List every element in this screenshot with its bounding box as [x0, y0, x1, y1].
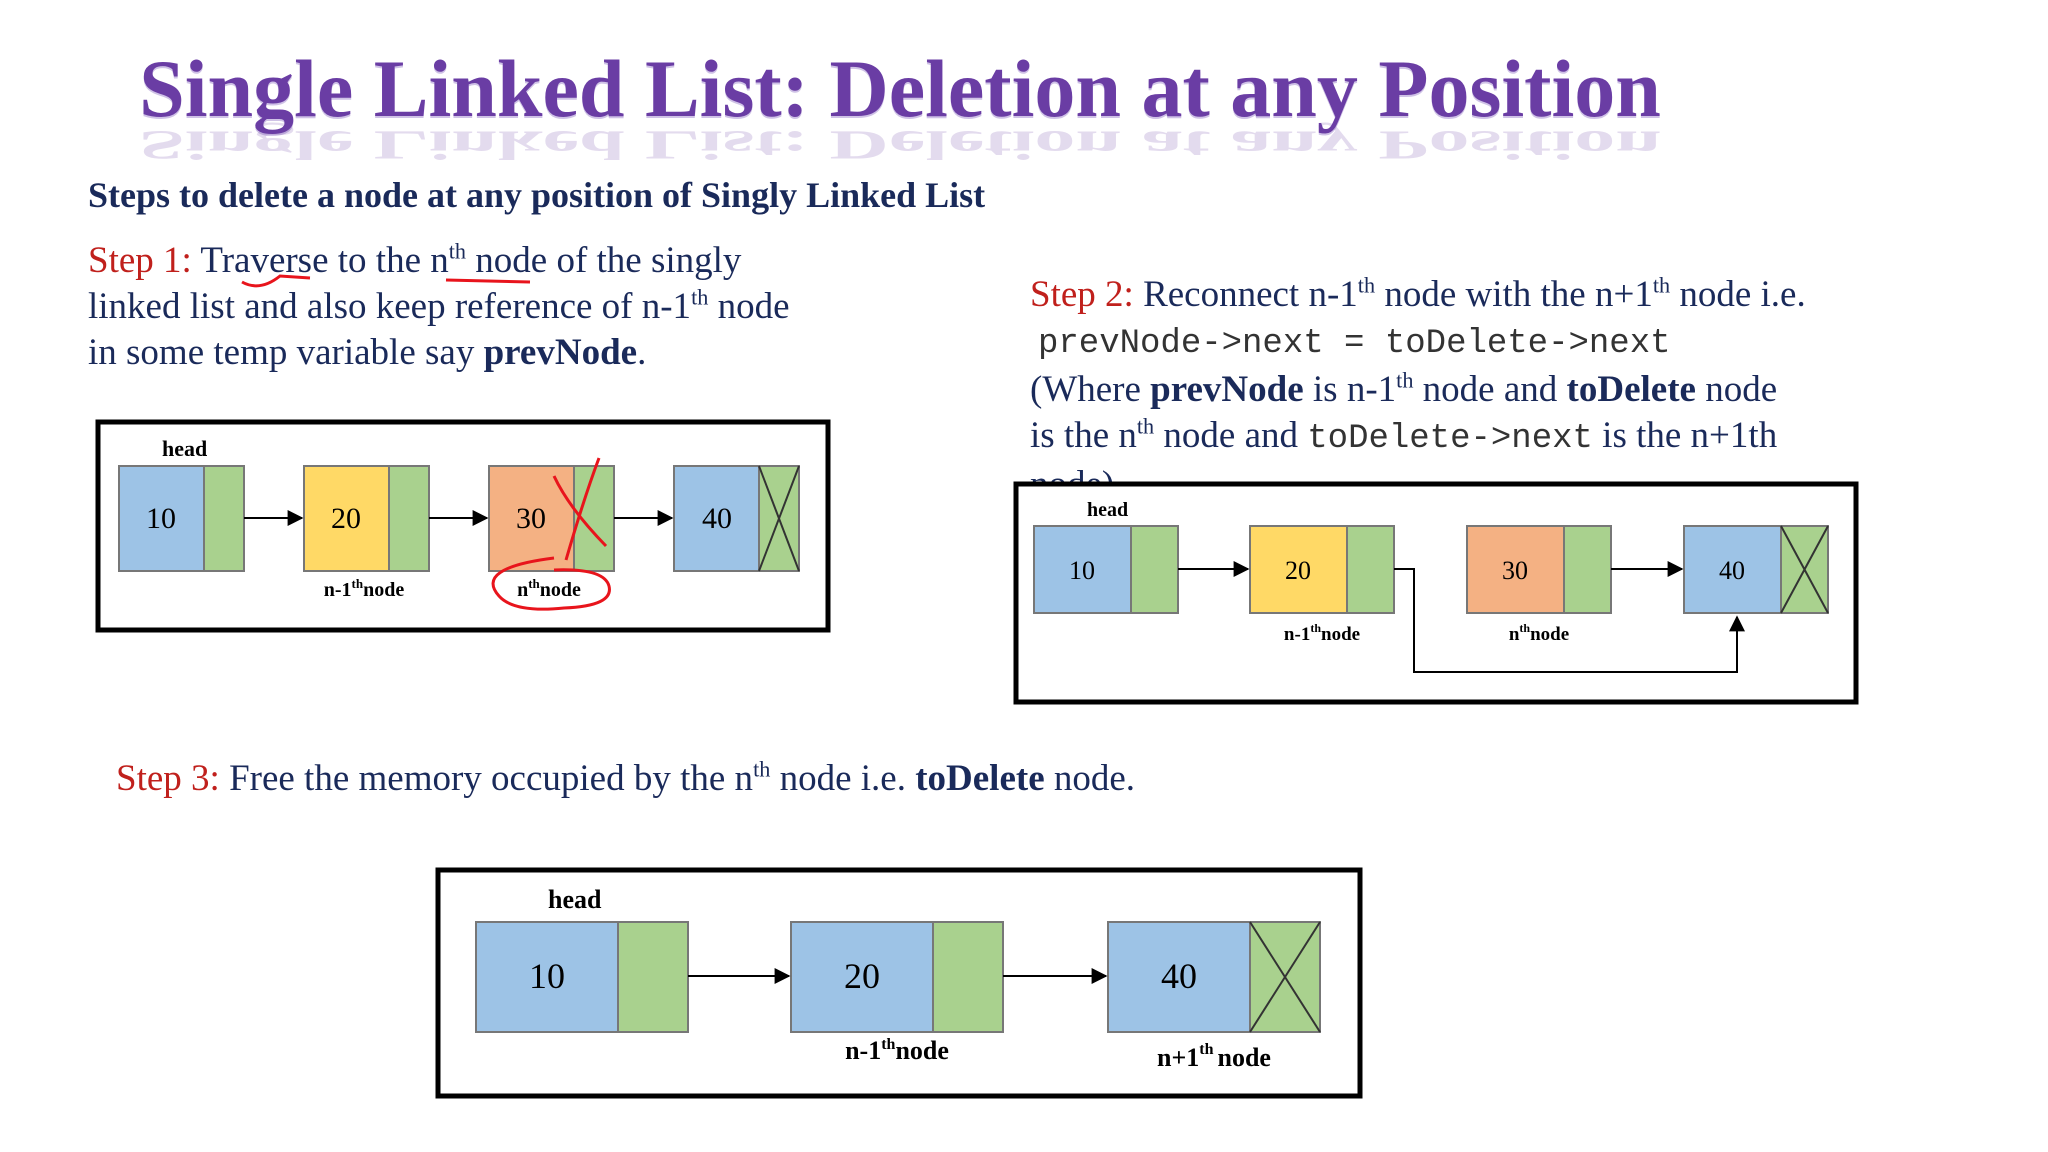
- diagram3-node-40-data: [1107, 921, 1251, 1033]
- step2-line4-c: is the n+1th: [1592, 415, 1778, 456]
- diagram3-head-label: head: [548, 885, 602, 914]
- diagram3-node-10-next: [617, 921, 689, 1033]
- diagram3-node-40-value: 40: [1161, 956, 1197, 996]
- step1-line2-b: node: [708, 286, 790, 327]
- diagram1-null-cross-b: [758, 465, 800, 572]
- step2-prevnode: prevNode: [1150, 369, 1304, 410]
- step2-sup3: th: [1396, 367, 1414, 393]
- step2-sup2: th: [1652, 272, 1671, 298]
- step1-line3: in some temp variable say prevNode.: [88, 330, 790, 376]
- step2-sup1: th: [1357, 272, 1376, 298]
- step3-label: Step 3:: [116, 758, 220, 799]
- step2-line3-b: is n-1: [1303, 369, 1397, 410]
- step2-line3-c: node and: [1413, 369, 1567, 410]
- step2-line3-a: (Where: [1030, 369, 1151, 410]
- step2-sup4: th: [1136, 413, 1155, 439]
- step1-line1-a: Traverse to the n: [191, 240, 449, 281]
- step1-prevnode: prevNode: [483, 332, 638, 373]
- step2-text: Step 2: Reconnect n-1th node with the n+…: [1030, 272, 1806, 508]
- step1-line3-end: .: [637, 332, 647, 373]
- slide-title-reflection: Single Linked List: Deletion at any Posi…: [139, 122, 1661, 169]
- step1-text: Step 1: Traverse to the nth node of the …: [88, 238, 790, 376]
- step3-text: Step 3: Free the memory occupied by the …: [116, 756, 1135, 802]
- step1-line2: linked list and also keep reference of n…: [88, 284, 790, 330]
- diagram2-node-40-data: [1683, 525, 1782, 614]
- step1-line2-a: linked list and also keep reference of n…: [88, 286, 692, 327]
- diagram2-node-40-value: 40: [1719, 556, 1745, 585]
- annotation-underline: [241, 274, 531, 288]
- subtitle: Steps to delete a node at any position o…: [88, 175, 986, 215]
- step2-line1: Step 2: Reconnect n-1th node with the n+…: [1030, 272, 1806, 318]
- diagram1-head-label: head: [162, 436, 207, 461]
- diagram1-red-cross-a: [552, 475, 608, 548]
- diagram2-node-30-data: [1466, 525, 1565, 614]
- step1-line1-b: node of the singly: [466, 240, 742, 281]
- step2-line1-b: node with the n+1: [1375, 274, 1653, 315]
- diagram2-node-20-data: [1249, 525, 1348, 614]
- diagram2-node-30-next: [1563, 525, 1612, 614]
- step2-line1-a: Reconnect n-1: [1133, 274, 1358, 315]
- step1-sup2: th: [691, 284, 709, 310]
- step3-sup: th: [753, 756, 771, 782]
- diagram2-node-10-value: 10: [1069, 556, 1095, 585]
- step1-line1: Step 1: Traverse to the nth node of the …: [88, 238, 790, 284]
- slide-title: Single Linked List: Deletion at any Posi…: [139, 43, 1661, 134]
- diagram1-node-20-value: 20: [331, 502, 361, 535]
- step2-line4-b: node and: [1154, 415, 1308, 456]
- diagram1-label-n: nthnode: [517, 576, 581, 601]
- diagram2-node-20-value: 20: [1285, 556, 1311, 585]
- step2-line4-a: is the n: [1030, 415, 1137, 456]
- diagram-step2: head 10 20 30 40 n-1thnode nthnode: [1013, 481, 1859, 705]
- step2-line2: prevNode->next = toDelete->next: [1030, 318, 1806, 367]
- step2-code: prevNode->next = toDelete->next: [1038, 325, 1671, 363]
- diagram1-node-10-value: 10: [146, 502, 176, 535]
- diagram1-node-10-next: [203, 465, 245, 572]
- diagram2-node-20-next: [1346, 525, 1395, 614]
- step2-line3-d: node: [1695, 369, 1778, 410]
- diagram1-red-circle: [491, 556, 611, 611]
- step3-text-c: node.: [1044, 758, 1136, 799]
- diagram1-label-n-minus-1: n-1thnode: [324, 576, 405, 601]
- diagram2-bypass-arrow: [1394, 568, 1745, 673]
- diagram1-red-cross-b: [564, 457, 601, 561]
- diagram2-head-label: head: [1087, 499, 1128, 521]
- step3-text-b: node i.e.: [770, 758, 916, 799]
- step2-label: Step 2:: [1030, 274, 1134, 315]
- diagram3-node-20-next: [932, 921, 1004, 1033]
- diagram3-node-10-data: [475, 921, 619, 1033]
- diagram2-node-10-next: [1130, 525, 1179, 614]
- diagram1-node-20-next: [388, 465, 430, 572]
- step2-line1-c: node i.e.: [1670, 274, 1806, 315]
- step1-label: Step 1:: [88, 240, 192, 281]
- diagram1-node-30-value: 30: [516, 502, 546, 535]
- step2-line4: is the nth node and toDelete->next is th…: [1030, 413, 1806, 462]
- diagram2-label-n: nthnode: [1509, 621, 1569, 645]
- step2-line4-code: toDelete->next: [1307, 420, 1593, 458]
- diagram3-label-n-minus-1: n-1thnode: [845, 1036, 949, 1065]
- step2-todelete: toDelete: [1566, 369, 1696, 410]
- diagram2-null-cross-b: [1780, 525, 1829, 614]
- diagram2-label-n-minus-1: n-1thnode: [1284, 621, 1360, 645]
- diagram2-node-10-data: [1033, 525, 1132, 614]
- diagram3-null-cross-b: [1249, 921, 1321, 1033]
- step3-todelete: toDelete: [915, 758, 1045, 799]
- diagram1-node-40-value: 40: [702, 502, 732, 535]
- step1-sup: th: [448, 238, 467, 264]
- diagram1-node-10-data: [118, 465, 205, 572]
- diagram2-node-30-value: 30: [1502, 556, 1528, 585]
- step3-text-a: Free the memory occupied by the n: [219, 758, 754, 799]
- diagram3-node-20-value: 20: [844, 956, 880, 996]
- diagram-step1: head 10 20 30 40 n-1thnode nthnode: [95, 419, 831, 633]
- step2-line3: (Where prevNode is n-1th node and toDele…: [1030, 367, 1806, 413]
- diagram3-node-10-value: 10: [529, 956, 565, 996]
- diagram1-node-40-data: [673, 465, 760, 572]
- step1-line3-a: in some temp variable say: [88, 332, 484, 373]
